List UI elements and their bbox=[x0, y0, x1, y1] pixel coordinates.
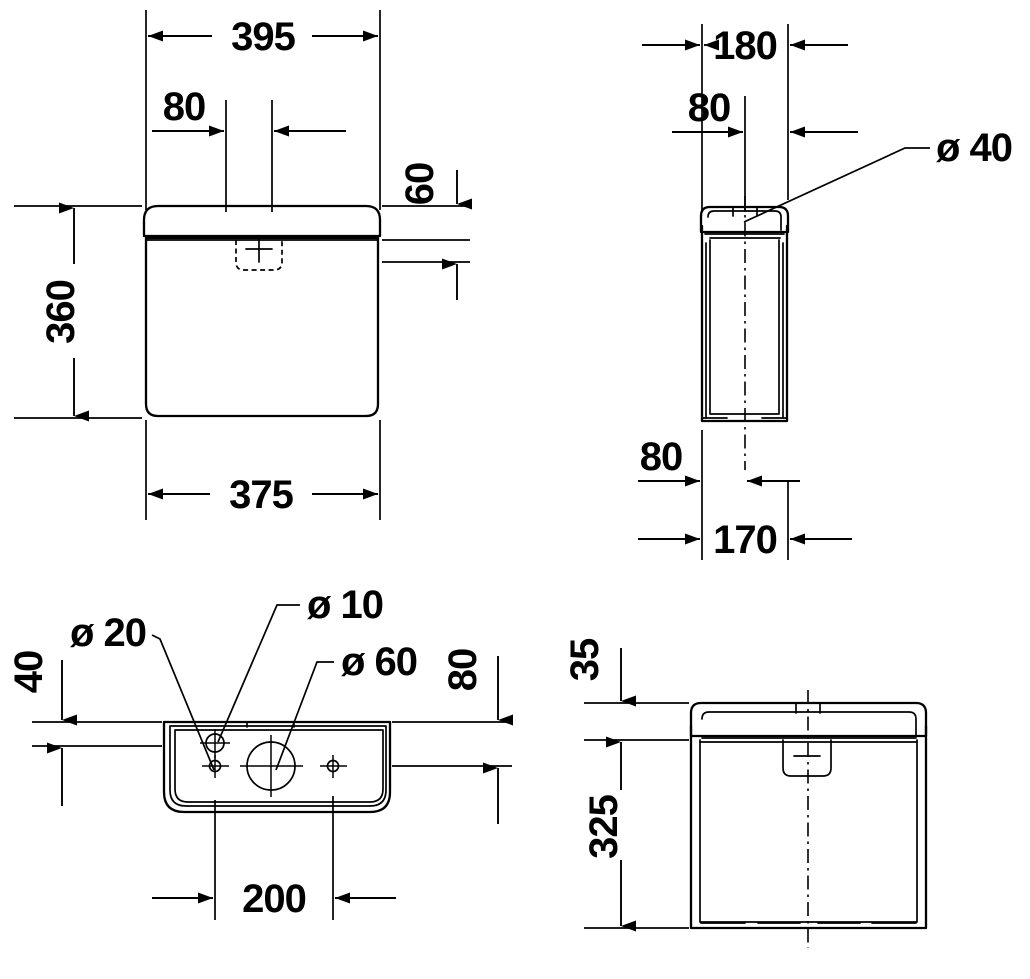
rear-lid-inner bbox=[701, 711, 917, 737]
dimension-375-label: 375 bbox=[229, 473, 293, 517]
dimension-200-label: 200 bbox=[242, 877, 306, 921]
plan-view-geometry bbox=[162, 720, 392, 814]
callout-diameter-10-label: ø 10 bbox=[307, 583, 383, 627]
dimension-170: 170 bbox=[638, 518, 852, 562]
dimension-170-label: 170 bbox=[713, 518, 777, 562]
dimension-35-label: 35 bbox=[563, 638, 607, 681]
dimension-80-side-bottom-label: 80 bbox=[640, 435, 683, 479]
dimension-80-side-top-label: 80 bbox=[688, 86, 731, 130]
dimension-60: 60 bbox=[398, 163, 472, 300]
front-body-outline bbox=[144, 236, 380, 418]
callout-diameter-40: ø 40 bbox=[743, 126, 1013, 223]
front-view-geometry bbox=[142, 204, 382, 418]
dimension-375: 375 bbox=[148, 473, 378, 517]
plan-inner-rim bbox=[169, 725, 387, 807]
rear-body-outline bbox=[689, 724, 928, 930]
callout-diameter-60: ø 60 bbox=[275, 640, 418, 771]
dimension-80-plan-label: 80 bbox=[441, 649, 485, 692]
dimension-60-label: 60 bbox=[398, 163, 442, 206]
dimension-80-side-bottom: 80 bbox=[638, 435, 800, 487]
plan-view: 40 80 ø 20 ø 10 ø 60 200 bbox=[7, 583, 513, 921]
dimension-325-label: 325 bbox=[582, 794, 626, 858]
dimension-80-front-label: 80 bbox=[163, 85, 206, 129]
plan-outer-rim bbox=[162, 720, 392, 814]
callout-diameter-60-label: ø 60 bbox=[341, 640, 417, 684]
rear-flush-boss bbox=[782, 739, 832, 777]
callout-diameter-20: ø 20 bbox=[70, 611, 215, 771]
rear-view-geometry bbox=[689, 690, 928, 948]
dimension-395-label: 395 bbox=[231, 15, 295, 59]
callout-diameter-20-label: ø 20 bbox=[70, 611, 146, 655]
front-view: 395 80 60 360 375 bbox=[14, 10, 472, 520]
dimension-80-front: 80 bbox=[152, 85, 346, 137]
dimension-180-label: 180 bbox=[713, 24, 777, 68]
front-lid-outline bbox=[142, 204, 382, 238]
dimension-35: 35 bbox=[563, 638, 636, 707]
callout-diameter-60-leader bbox=[275, 661, 334, 771]
dimension-200: 200 bbox=[152, 877, 396, 921]
callout-diameter-10-leader bbox=[217, 604, 300, 743]
side-view: 180 80 ø 40 80 170 bbox=[638, 24, 1013, 562]
dimension-80-plan: 80 bbox=[441, 649, 513, 824]
dimension-325: 325 bbox=[582, 736, 636, 932]
dimension-40-label: 40 bbox=[7, 651, 51, 694]
callout-diameter-20-leader bbox=[151, 634, 215, 771]
rear-lid-outline bbox=[689, 701, 928, 738]
callout-diameter-40-leader bbox=[743, 147, 930, 223]
rear-view-extension-lines bbox=[584, 702, 689, 929]
dimension-80-side-top: 80 bbox=[672, 86, 858, 138]
callout-diameter-10: ø 10 bbox=[217, 583, 384, 743]
dimension-395: 395 bbox=[148, 15, 378, 59]
side-view-extension-lines bbox=[701, 24, 789, 560]
side-lid-inner bbox=[707, 210, 782, 231]
rear-view: 35 325 bbox=[563, 638, 928, 948]
plan-inner-rim2 bbox=[174, 729, 384, 803]
callout-diameter-40-label: ø 40 bbox=[936, 126, 1012, 170]
dimension-180: 180 bbox=[642, 24, 848, 68]
dimension-40: 40 bbox=[7, 651, 77, 806]
dimension-360-label: 360 bbox=[39, 280, 83, 344]
dimension-360: 360 bbox=[39, 202, 89, 422]
